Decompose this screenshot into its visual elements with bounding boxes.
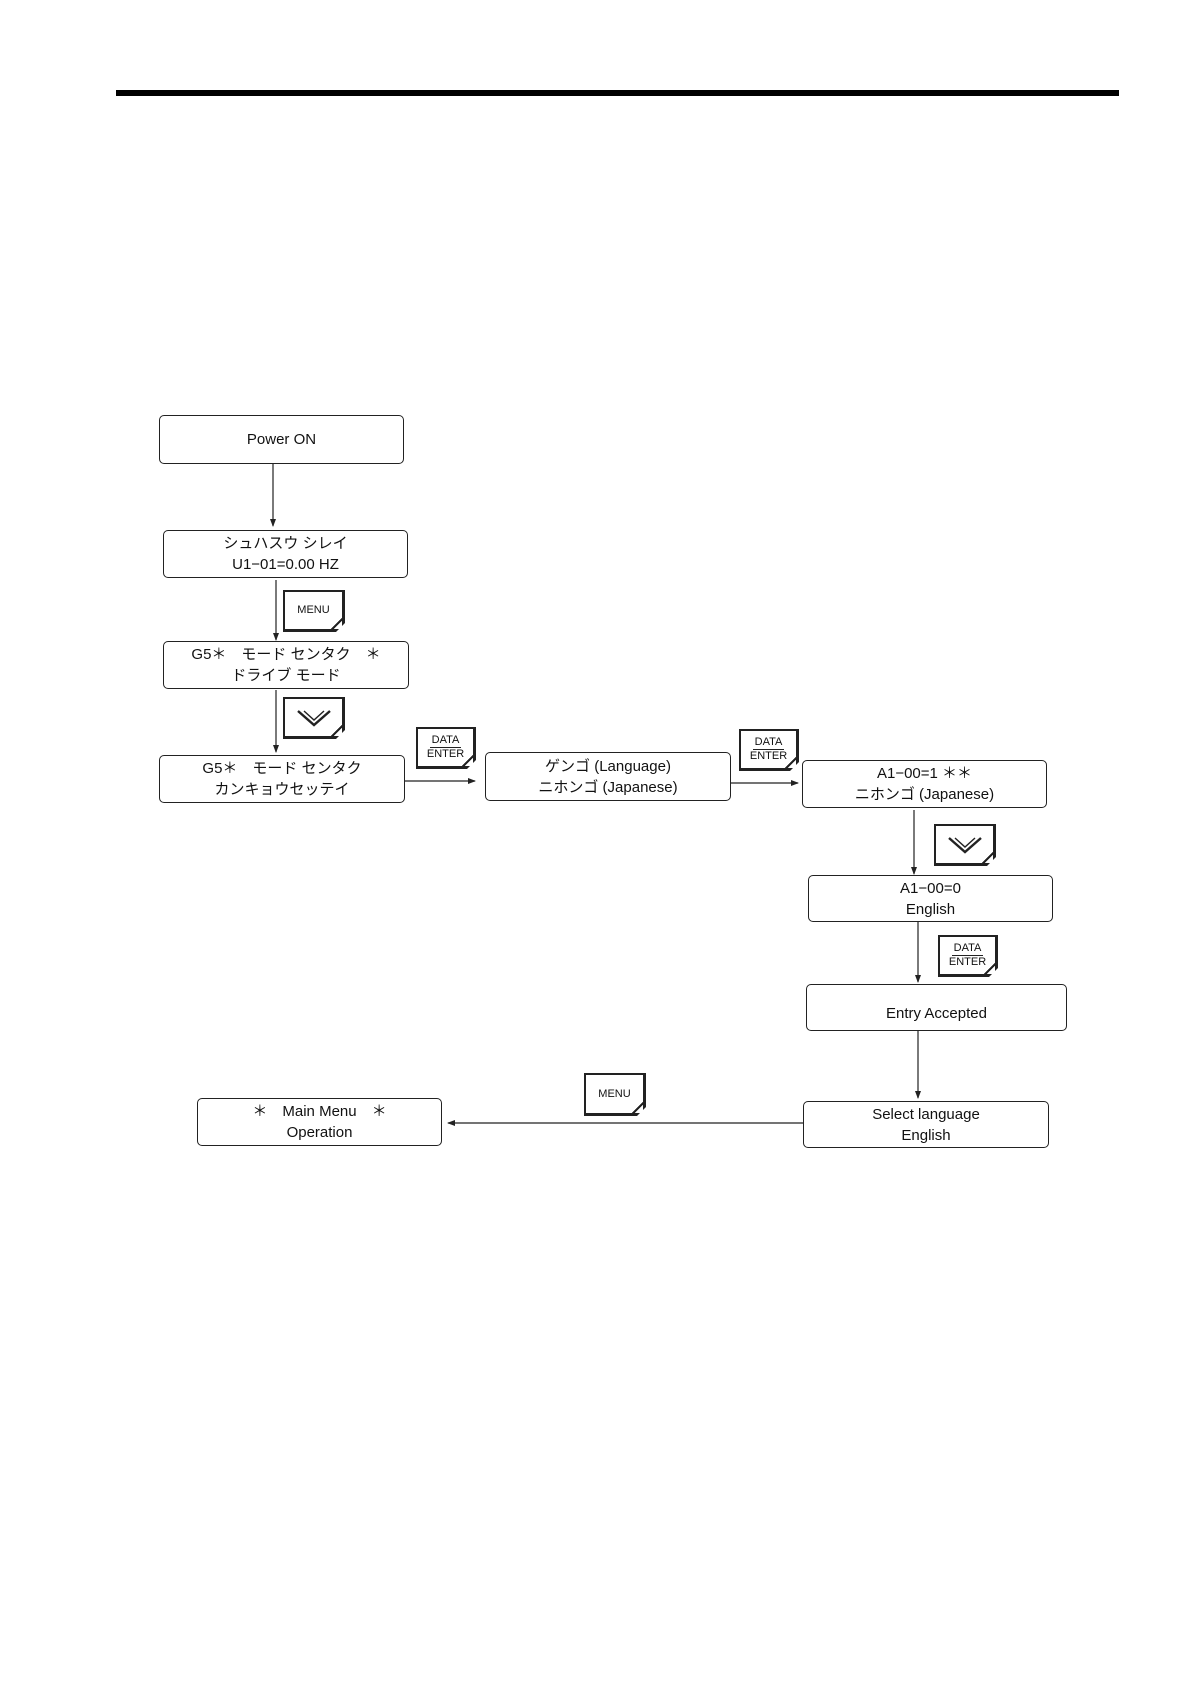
display-line: A1−00=1 ＊＊ xyxy=(877,763,972,784)
menu-key[interactable]: MENU xyxy=(584,1073,646,1116)
data-key-label: DATA xyxy=(753,736,785,750)
display-line: Entry Accepted xyxy=(886,1003,987,1024)
down-arrow-key[interactable] xyxy=(934,824,996,866)
display-line: G5＊ モード センタク ＊ xyxy=(191,644,380,665)
data-key-label: DATA xyxy=(952,942,984,956)
display-a1-00-english: A1−00=0 English xyxy=(808,875,1053,922)
down-arrow-key[interactable] xyxy=(283,697,345,739)
enter-key-label: ENTER xyxy=(425,748,466,761)
display-frequency-reference: シュハスウ シレイ U1−01=0.00 HZ xyxy=(163,530,408,578)
display-line: ＊ Main Menu ＊ xyxy=(252,1101,386,1122)
display-select-language: Select language English xyxy=(803,1101,1049,1148)
display-line: ドライブ モード xyxy=(231,665,340,686)
display-line: ゲンゴ (Language) xyxy=(545,756,671,777)
enter-key-label: ENTER xyxy=(748,750,789,763)
display-line: シュハスウ シレイ xyxy=(223,533,347,554)
display-line: English xyxy=(901,1125,950,1146)
data-enter-key[interactable]: DATA ENTER xyxy=(739,729,799,771)
display-line: Operation xyxy=(287,1122,353,1143)
chevron-down-icon xyxy=(945,833,985,857)
display-line: ニホンゴ (Japanese) xyxy=(855,784,994,805)
menu-key-label: MENU xyxy=(598,1088,630,1101)
data-enter-key[interactable]: DATA ENTER xyxy=(416,727,476,769)
display-line: Power ON xyxy=(247,429,316,450)
display-line: G5＊ モード センタク xyxy=(202,758,361,779)
display-line: A1−00=0 xyxy=(900,878,961,899)
display-main-menu: ＊ Main Menu ＊ Operation xyxy=(197,1098,442,1146)
display-a1-00-japanese: A1−00=1 ＊＊ ニホンゴ (Japanese) xyxy=(802,760,1047,808)
menu-key[interactable]: MENU xyxy=(283,590,345,632)
display-line: U1−01=0.00 HZ xyxy=(232,554,339,575)
data-enter-key[interactable]: DATA ENTER xyxy=(938,935,998,977)
display-language: ゲンゴ (Language) ニホンゴ (Japanese) xyxy=(485,752,731,801)
display-line: Select language xyxy=(872,1104,980,1125)
display-power-on: Power ON xyxy=(159,415,404,464)
display-line: English xyxy=(906,899,955,920)
menu-key-label: MENU xyxy=(297,604,329,617)
enter-key-label: ENTER xyxy=(947,956,988,969)
chevron-down-icon xyxy=(294,706,334,730)
display-line: ニホンゴ (Japanese) xyxy=(538,777,677,798)
display-mode-select-drive: G5＊ モード センタク ＊ ドライブ モード xyxy=(163,641,409,689)
display-line: カンキョウセッテイ xyxy=(214,779,349,800)
data-key-label: DATA xyxy=(430,734,462,748)
display-mode-select-environment: G5＊ モード センタク カンキョウセッテイ xyxy=(159,755,405,803)
display-entry-accepted: Entry Accepted xyxy=(806,984,1067,1031)
